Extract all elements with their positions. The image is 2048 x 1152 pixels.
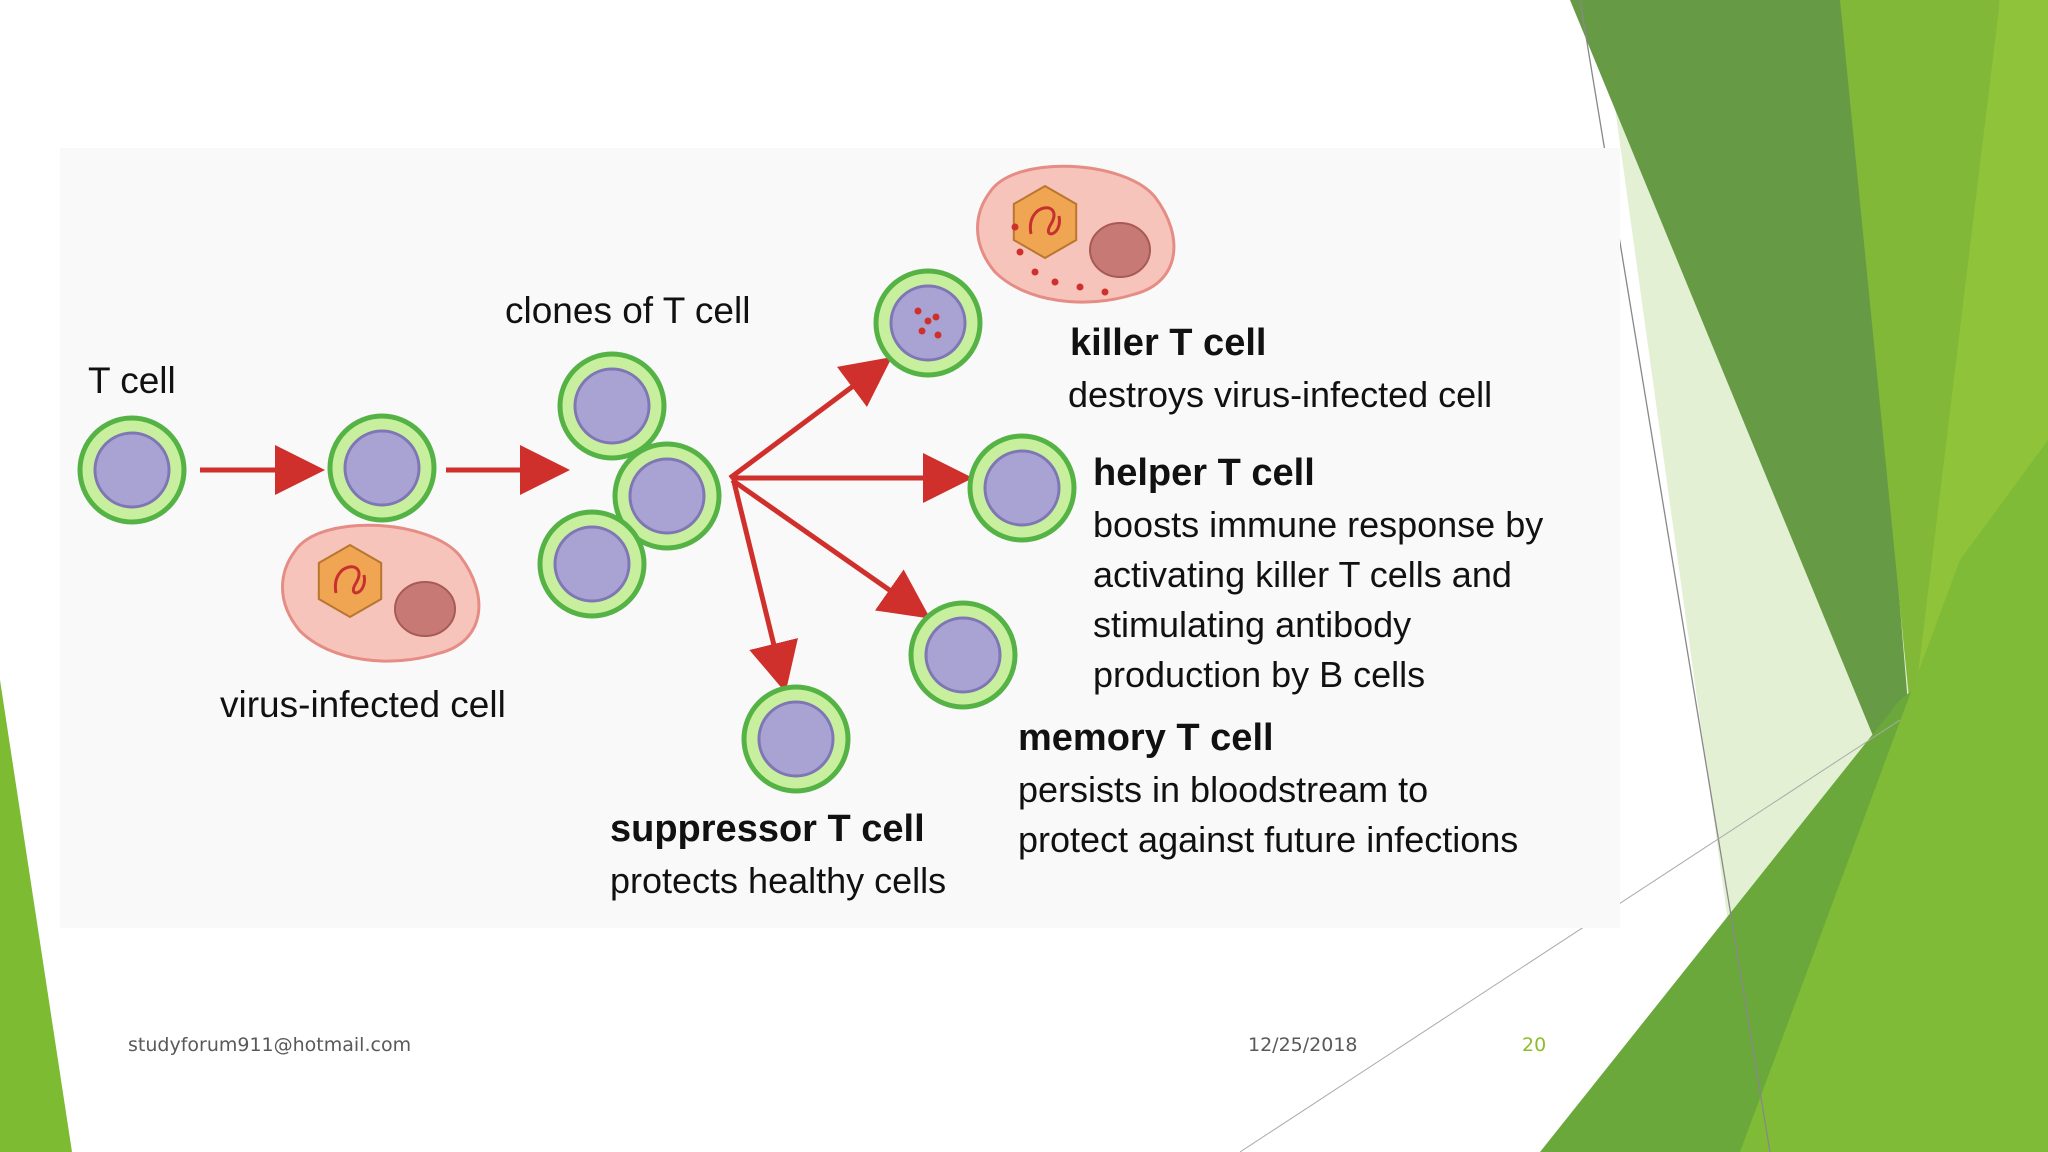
virus-infected-cell — [281, 523, 481, 663]
viral-genome — [333, 565, 366, 595]
cell-nucleus — [573, 367, 651, 445]
suppressor-t-cell — [741, 684, 851, 794]
activated-t-cell — [327, 413, 437, 523]
granule-dot — [914, 307, 922, 315]
footer-email: studyforum911@hotmail.com — [128, 1034, 412, 1056]
suppressor-t-cell-description: protects healthy cells — [610, 860, 947, 901]
infected-cells-group — [281, 164, 1176, 663]
viral-genome — [1028, 206, 1061, 236]
cell-nucleus — [924, 616, 1002, 694]
label-clones-of-t-cell: clones of T cell — [505, 290, 751, 331]
slide-number: 20 — [1522, 1034, 1547, 1056]
label-suppressor-t-cell: suppressor T cell — [610, 808, 925, 850]
released-granule-dot — [1076, 283, 1084, 291]
virus-particle — [317, 543, 383, 619]
label-killer-t-cell: killer T cell — [1070, 322, 1267, 364]
killer-t-cell — [873, 268, 983, 378]
label-memory-t-cell: memory T cell — [1018, 717, 1274, 759]
released-granule-dot — [1011, 223, 1019, 231]
granule-dot — [934, 331, 942, 339]
right-dark-green-shape — [1570, 0, 1920, 850]
label-helper-t-cell: helper T cell — [1093, 452, 1315, 494]
footer-date: 12/25/2018 — [1248, 1034, 1358, 1056]
cell-nucleus — [553, 525, 631, 603]
cell-nucleus — [628, 457, 706, 535]
arrow-to-suppressor — [731, 481, 798, 693]
released-granule-dot — [1031, 268, 1039, 276]
arrows-group — [200, 357, 973, 693]
cell-nucleus — [93, 431, 171, 509]
naive-t-cell — [77, 415, 187, 525]
infected-cell-nucleus — [1089, 222, 1151, 278]
clone-t-cell-1 — [557, 351, 667, 461]
infected-cell-nucleus — [394, 581, 456, 637]
memory-t-cell — [908, 600, 1018, 710]
granule-dot — [918, 327, 926, 335]
virus-particle — [1012, 184, 1078, 260]
helper-t-cell-description: boosts immune response by activating kil… — [1093, 504, 1544, 695]
cell-nucleus — [343, 429, 421, 507]
label-virus-infected-cell: virus-infected cell — [220, 684, 506, 725]
cell-nucleus — [983, 449, 1061, 527]
t-cell-diagram — [77, 164, 1176, 794]
released-granule-dot — [1016, 248, 1024, 256]
released-granule-dot — [1051, 278, 1059, 286]
decor-line — [1239, 719, 1901, 1152]
arrow-to-killer — [728, 357, 893, 481]
right-green-shape — [1840, 0, 2000, 860]
granule-dot — [932, 313, 940, 321]
t-cells-group — [77, 268, 1077, 794]
label-t-cell: T cell — [88, 360, 176, 401]
clone-t-cell-2 — [612, 441, 722, 551]
left-green-accent — [0, 680, 72, 1152]
arrow-to-memory — [730, 477, 931, 619]
right-corner-green-shape — [1740, 440, 2048, 1152]
helper-t-cell — [967, 433, 1077, 543]
released-granule-dot — [1101, 288, 1109, 296]
granule-dot — [924, 317, 932, 325]
memory-t-cell-description: persists in bloodstream to protect again… — [1018, 769, 1519, 860]
clone-t-cell-3 — [537, 509, 647, 619]
cell-nucleus — [757, 700, 835, 778]
target-infected-cell — [976, 164, 1176, 304]
killer-t-cell-description: destroys virus-infected cell — [1068, 374, 1493, 415]
